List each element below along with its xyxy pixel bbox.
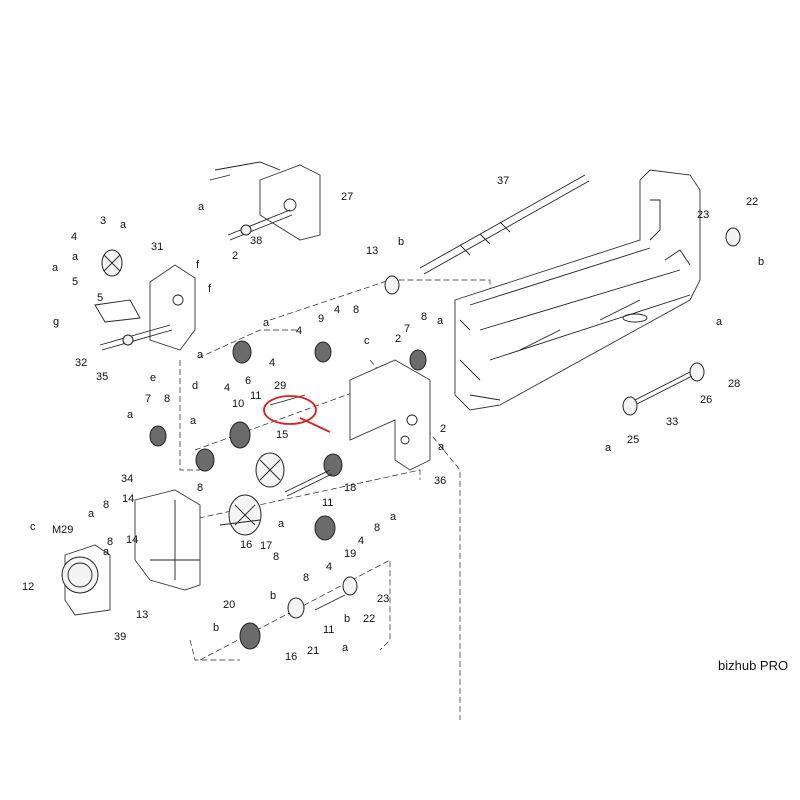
label-15: 15 [276, 429, 288, 441]
label-c: c [364, 335, 370, 347]
label-8: 8 [164, 393, 170, 405]
label-8: 8 [303, 572, 309, 584]
label-37: 37 [497, 175, 509, 187]
label-a: a [120, 219, 127, 231]
label-19: 19 [344, 548, 356, 560]
label-8: 8 [421, 311, 427, 323]
label-a: a [390, 511, 397, 523]
label-31: 31 [151, 241, 163, 253]
label-20: 20 [223, 599, 235, 611]
label-29: 29 [274, 380, 286, 392]
label-f: f [196, 259, 200, 271]
label-b: b [398, 236, 404, 248]
label-3: 3 [100, 215, 106, 227]
highlight-ellipse [263, 395, 317, 425]
label-11: 11 [322, 497, 333, 509]
label-14: 14 [126, 534, 138, 546]
brand-label: bizhub PRO [718, 658, 789, 673]
label-25: 25 [627, 434, 639, 446]
label-4: 4 [334, 304, 340, 316]
label-16: 16 [240, 539, 252, 551]
label-a: a [263, 317, 270, 329]
label-5: 5 [72, 276, 78, 288]
label-11: 11 [250, 390, 261, 402]
label-4: 4 [269, 357, 275, 369]
label-32: 32 [75, 357, 87, 369]
highlight-marker [263, 395, 331, 433]
label-14: 14 [122, 493, 134, 505]
label-26: 26 [700, 394, 712, 406]
label-17: 17 [260, 540, 272, 552]
highlight-arrow [299, 417, 331, 433]
label-8: 8 [353, 304, 359, 316]
label-36: 36 [434, 475, 446, 487]
label-a: a [190, 415, 197, 427]
label-g: g [53, 316, 59, 328]
label-22: 22 [746, 196, 758, 208]
label-a: a [197, 349, 204, 361]
label-b: b [758, 256, 764, 268]
label-a: a [52, 262, 59, 274]
label-33: 33 [666, 416, 678, 428]
label-9: 9 [318, 313, 324, 325]
label-12: 12 [22, 581, 34, 593]
label-39: 39 [114, 631, 126, 643]
label-6: 6 [245, 375, 251, 387]
label-13: 13 [366, 245, 378, 257]
label-8: 8 [107, 536, 113, 548]
drawing-lines [61, 161, 741, 720]
label-a: a [716, 316, 723, 328]
label-a: a [605, 442, 612, 454]
label-23: 23 [377, 593, 389, 605]
label-4: 4 [71, 231, 77, 243]
label-21: 21 [307, 645, 319, 657]
label-7: 7 [145, 393, 151, 405]
label-4: 4 [296, 325, 302, 337]
label-f: f [208, 283, 212, 295]
label-16: 16 [285, 651, 297, 663]
label-b: b [213, 622, 219, 634]
label-2: 2 [395, 333, 401, 345]
label-38: 38 [250, 235, 262, 247]
label-35: 35 [96, 371, 108, 383]
label-b: b [270, 590, 276, 602]
part-labels: 27 37 22 23 b a 38 2 3 a 4 31 a a f f 5 … [22, 175, 764, 663]
label-a: a [103, 546, 110, 558]
label-M29: M29 [52, 524, 73, 536]
label-27: 27 [341, 191, 353, 203]
label-8: 8 [273, 551, 279, 563]
label-2: 2 [440, 423, 446, 435]
label-a: a [278, 518, 285, 530]
label-5: 5 [97, 292, 103, 304]
label-34: 34 [121, 473, 133, 485]
label-d: d [192, 380, 198, 392]
label-a: a [342, 642, 349, 654]
label-23: 23 [697, 209, 709, 221]
label-22: 22 [363, 613, 375, 625]
label-b: b [344, 613, 350, 625]
label-18: 18 [344, 482, 356, 494]
label-a: a [438, 441, 445, 453]
label-a: a [437, 315, 444, 327]
label-11: 11 [323, 624, 334, 636]
label-8: 8 [103, 499, 109, 511]
label-a: a [198, 201, 205, 213]
label-13: 13 [136, 609, 148, 621]
label-10: 10 [232, 398, 244, 410]
label-4: 4 [358, 535, 364, 547]
label-a: a [72, 251, 79, 263]
label-28: 28 [728, 378, 740, 390]
label-4: 4 [224, 382, 230, 394]
label-4: 4 [326, 561, 332, 573]
label-8: 8 [197, 482, 203, 494]
label-7: 7 [404, 323, 410, 335]
label-a: a [88, 508, 95, 520]
label-2: 2 [232, 250, 238, 262]
label-e: e [150, 372, 156, 384]
label-8: 8 [374, 522, 380, 534]
label-c: c [30, 521, 36, 533]
label-a: a [127, 409, 134, 421]
